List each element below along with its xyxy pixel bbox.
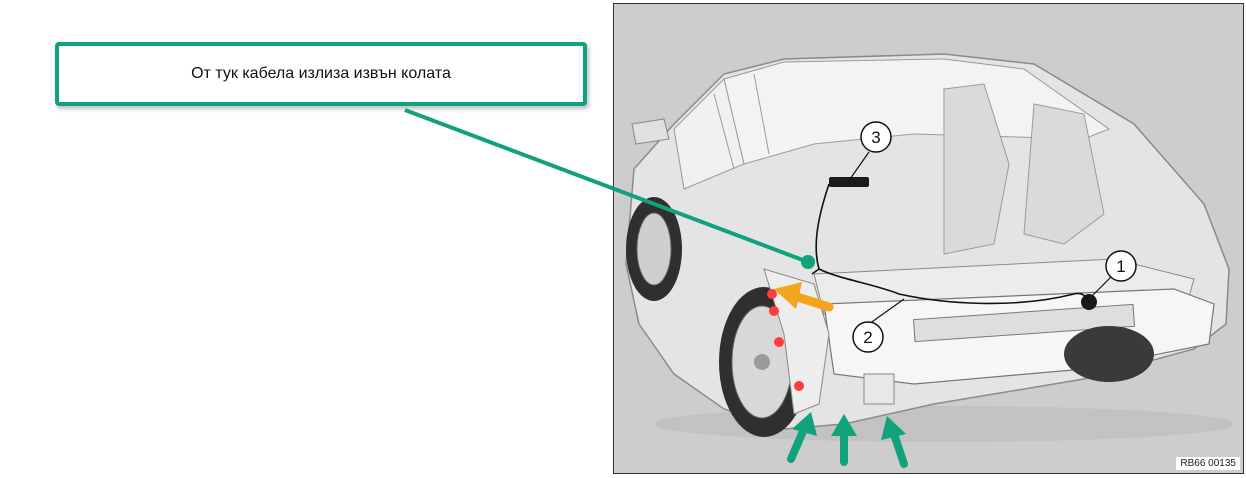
leader-line-3 bbox=[849, 151, 870, 180]
front-rim bbox=[636, 212, 672, 286]
wiring-harness bbox=[815, 183, 1090, 305]
callout-text: От тук кабела излиза извън колата bbox=[191, 65, 451, 82]
figure-reference-code: RB66 00135 bbox=[1176, 457, 1240, 470]
sealing-point bbox=[774, 337, 784, 347]
rear-right-wheel bbox=[1064, 326, 1154, 382]
orange-arrow bbox=[774, 282, 834, 312]
side-mirror bbox=[631, 118, 670, 145]
tow-hitch-mount bbox=[863, 373, 895, 405]
callout-box: От тук кабела излиза извън колата bbox=[55, 42, 587, 106]
control-unit bbox=[829, 177, 869, 187]
badge-2: 2 bbox=[852, 321, 884, 353]
badge-3-label: 3 bbox=[871, 128, 880, 147]
badge-1: 1 bbox=[1105, 250, 1137, 282]
leader-line-1 bbox=[1091, 273, 1115, 297]
leader-line-2 bbox=[868, 298, 905, 325]
interior-seat bbox=[1023, 103, 1105, 245]
green-arrow-right bbox=[881, 416, 908, 468]
badge-3: 3 bbox=[860, 121, 892, 153]
interior-seat bbox=[943, 83, 1010, 255]
sealing-point bbox=[794, 381, 804, 391]
car-illustration: 3 1 2 bbox=[625, 53, 1234, 468]
green-arrow-middle bbox=[831, 414, 857, 466]
rear-hub bbox=[754, 354, 770, 370]
badge-2-label: 2 bbox=[863, 328, 872, 347]
car-diagram-figure: 3 1 2 RB6 bbox=[613, 3, 1244, 474]
badge-1-label: 1 bbox=[1116, 257, 1125, 276]
cable-exit bbox=[811, 268, 820, 275]
sealing-point bbox=[769, 306, 779, 316]
green-arrow-left bbox=[787, 412, 817, 463]
sealing-point bbox=[767, 289, 777, 299]
bumper-crossmember bbox=[912, 303, 1136, 343]
